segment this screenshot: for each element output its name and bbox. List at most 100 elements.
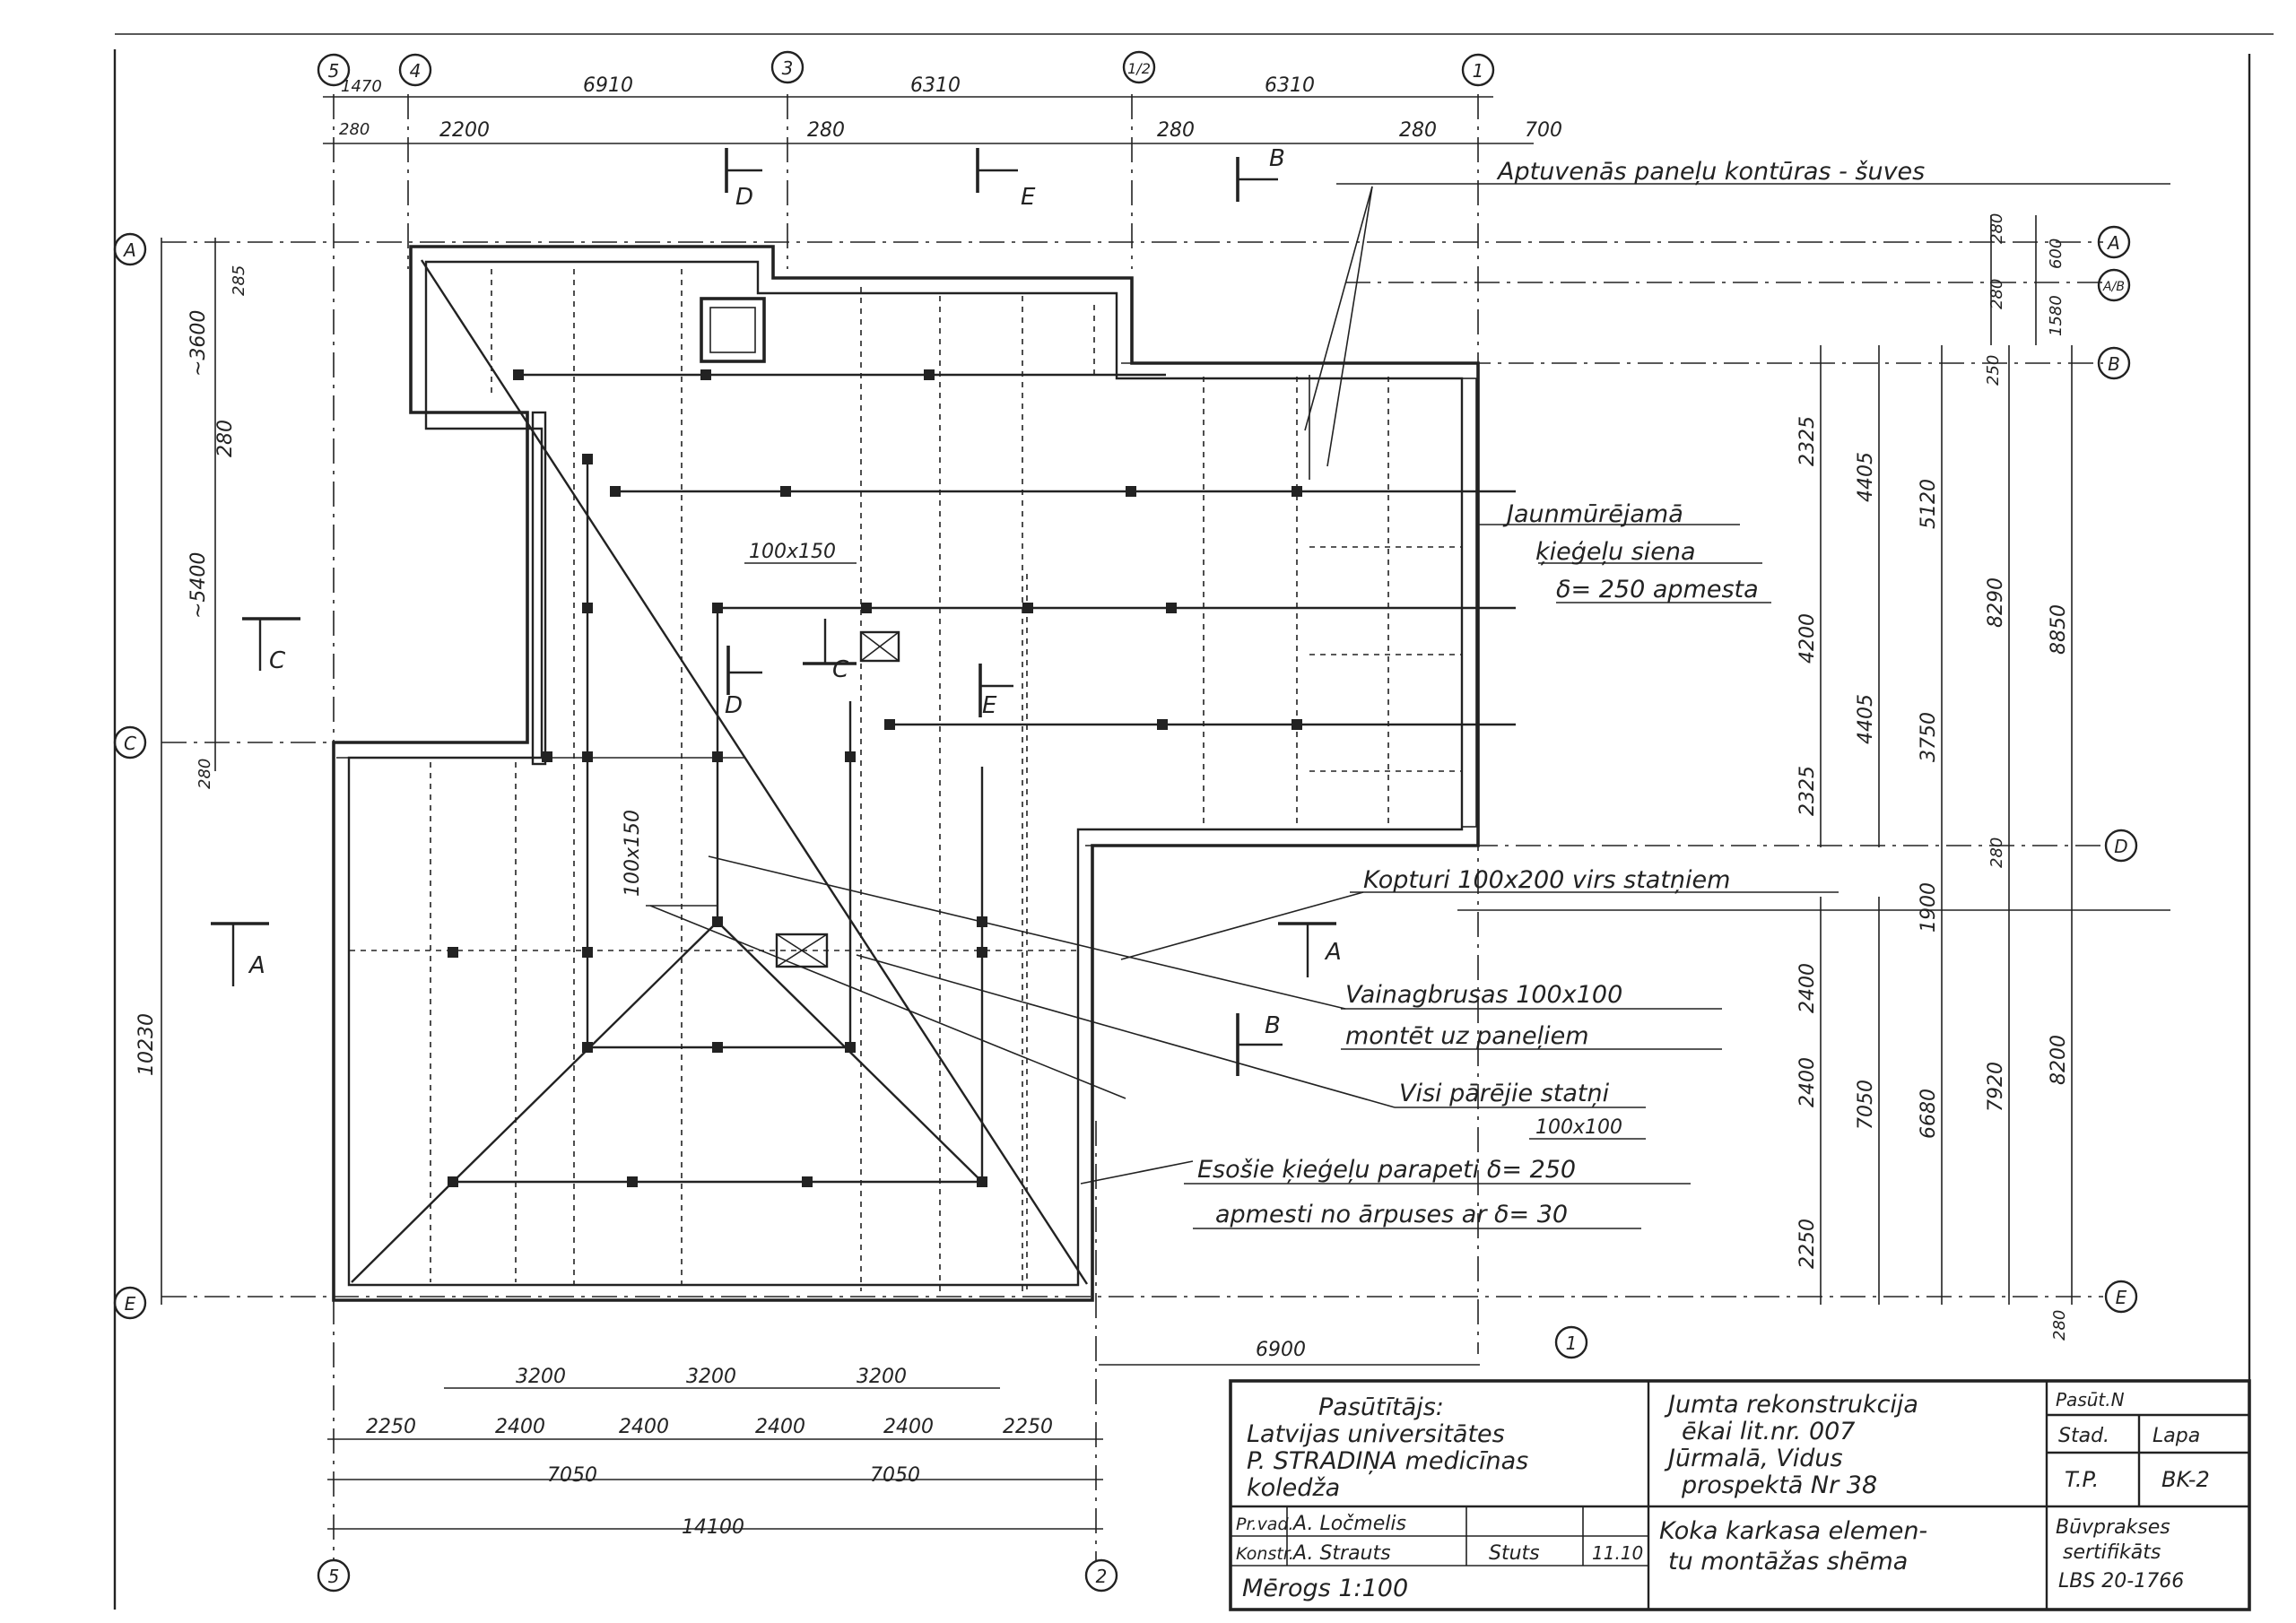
leader-lines — [646, 186, 1839, 1229]
dim-5400: ~5400 — [187, 552, 210, 619]
dim-r-2250: 2250 — [1796, 1219, 1819, 1269]
project-line-3: Jūrmalā, Vidus — [1664, 1445, 1843, 1472]
row1-role: Pr.vad. — [1236, 1515, 1294, 1534]
row2-role: Konstr. — [1236, 1544, 1294, 1564]
note-wall-plates-1: Vainagbrusas 100x100 — [1345, 981, 1622, 1009]
axis-label-1: 1 — [1473, 60, 1484, 82]
axis-label-5: 5 — [328, 60, 340, 82]
dim-b-3200-b: 3200 — [686, 1366, 736, 1388]
dim-r-5120: 5120 — [1918, 479, 1940, 529]
axis-label-D-right: D — [2114, 836, 2127, 857]
dim-r-2400-b: 2400 — [1796, 1057, 1819, 1107]
note-new-wall-1: Jaunmūrējamā — [1502, 500, 1683, 528]
row2-name: A. Strauts — [1292, 1542, 1391, 1565]
note-posts-2: 100x100 — [1535, 1116, 1622, 1139]
dim-r-6680: 6680 — [1918, 1089, 1940, 1139]
dim-r-280-c: 280 — [1987, 838, 2006, 868]
dim-r-280-d: 280 — [2050, 1310, 2069, 1341]
dim-r-1900: 1900 — [1918, 882, 1940, 933]
note-new-wall-3: δ= 250 apmesta — [1556, 576, 1759, 603]
drawing-title-2: tu montāžas shēma — [1668, 1548, 1908, 1575]
note-parapet-1: Esošie ķieģeļu parapeti δ= 250 — [1197, 1156, 1576, 1184]
dim-r-600: 600 — [2047, 239, 2066, 269]
axis-label-B-right: B — [2108, 353, 2120, 375]
axis-label-E: E — [125, 1293, 136, 1315]
dim-b-7050-b: 7050 — [870, 1464, 920, 1487]
stage-label: Stad. — [2058, 1425, 2109, 1447]
dim-r-280-a: 280 — [1987, 213, 2006, 244]
dim-b-2400-d: 2400 — [883, 1416, 934, 1438]
signature: Stuts — [1489, 1542, 1540, 1565]
section-label-c-left: C — [269, 647, 286, 674]
axis-label-1-bottom: 1 — [1566, 1332, 1578, 1354]
dim-r-8200: 8200 — [2048, 1035, 2070, 1085]
note-panel-seams: Aptuvenās paneļu kontūras - šuves — [1496, 158, 1925, 186]
dim-r-4405-a: 4405 — [1855, 452, 1877, 502]
dim-b-2250-a: 2250 — [366, 1416, 416, 1438]
dim-b-3200-a: 3200 — [516, 1366, 566, 1388]
dim-r-8290: 8290 — [1985, 577, 2007, 628]
panel-seams — [350, 269, 1462, 1291]
sheet-frame — [113, 33, 2274, 1610]
member-label-100x150-b: 100x150 — [622, 810, 644, 897]
axis-label-A-right: A — [2106, 232, 2120, 254]
dim-r-280-b: 280 — [1987, 279, 2006, 309]
project-line-4: prospektā Nr 38 — [1681, 1471, 1877, 1499]
dim-r-2325-a: 2325 — [1796, 416, 1819, 466]
axis-label-2: 2 — [1096, 1566, 1108, 1587]
dim-280-left: 280 — [214, 420, 237, 457]
note-posts-1: Visi pārējie statņi — [1399, 1080, 1610, 1107]
dim-280-c: 280 — [1157, 119, 1195, 142]
section-label-d-top: D — [735, 184, 753, 211]
section-label-b-top: B — [1269, 145, 1285, 172]
order-label: Pasūt.N — [2056, 1389, 2125, 1410]
dim-r-2400-a: 2400 — [1796, 963, 1819, 1013]
dim-r-8850: 8850 — [2048, 604, 2070, 655]
dim-b-14100: 14100 — [682, 1516, 744, 1539]
designer-3: LBS 20-1766 — [2058, 1570, 2184, 1593]
axis-label-AB-right: A/B — [2102, 280, 2125, 294]
note-new-wall-2: ķieģeļu siena — [1535, 538, 1696, 566]
axis-label-1-2: 1/2 — [1127, 60, 1151, 77]
dim-b-2400-b: 2400 — [619, 1416, 669, 1438]
member-label-100x150-a: 100x150 — [749, 541, 836, 563]
sheet-label: Lapa — [2152, 1425, 2200, 1447]
sheet-value: BK-2 — [2161, 1467, 2210, 1492]
note-parapet-2: apmesti no ārpuses ar δ= 30 — [1215, 1201, 1568, 1228]
client-line-3: koledža — [1247, 1474, 1340, 1502]
dim-r-2325-b: 2325 — [1796, 766, 1819, 816]
dim-b-2400-c: 2400 — [755, 1416, 805, 1438]
project-line-1: Jumta rekonstrukcija — [1664, 1391, 1918, 1419]
section-label-e-top: E — [1021, 184, 1036, 211]
dim-6310-a: 6310 — [910, 74, 961, 97]
axis-label-E-right: E — [2116, 1287, 2127, 1308]
designer-2: sertifikāts — [2063, 1541, 2161, 1564]
dim-b-2250-b: 2250 — [1003, 1416, 1053, 1438]
dim-r-7920: 7920 — [1985, 1062, 2007, 1112]
dim-r-4405-b: 4405 — [1855, 694, 1877, 744]
dim-b-2400-a: 2400 — [495, 1416, 545, 1438]
dim-280-b: 280 — [807, 119, 845, 142]
drawing-title-1: Koka karkasa elemen- — [1659, 1517, 1927, 1545]
dim-6910: 6910 — [583, 74, 633, 97]
section-label-a-left: A — [248, 952, 265, 979]
dim-r-1580: 1580 — [2047, 295, 2066, 336]
designer-1: Būvprakses — [2056, 1516, 2170, 1539]
section-label-b-mid: B — [1265, 1012, 1281, 1039]
section-markers — [211, 148, 1336, 1076]
note-ridge-beams: Kopturi 100x200 virs statņiem — [1363, 866, 1730, 894]
dim-r-7050: 7050 — [1855, 1080, 1877, 1130]
section-label-a-mid: A — [1324, 939, 1342, 966]
dim-280-a: 280 — [339, 120, 370, 139]
axis-label-4: 4 — [410, 60, 422, 82]
section-label-c-mid: C — [832, 656, 849, 683]
posts — [448, 369, 1302, 1187]
building-outline — [332, 245, 1480, 1302]
axis-label-3: 3 — [782, 57, 794, 79]
dim-700: 700 — [1525, 119, 1562, 142]
dim-280-d: 280 — [1399, 119, 1437, 142]
stage-value: T.P. — [2065, 1467, 2099, 1492]
dim-3600: ~3600 — [187, 310, 210, 377]
dim-1470: 1470 — [341, 77, 382, 96]
dim-b-3200-c: 3200 — [857, 1366, 907, 1388]
